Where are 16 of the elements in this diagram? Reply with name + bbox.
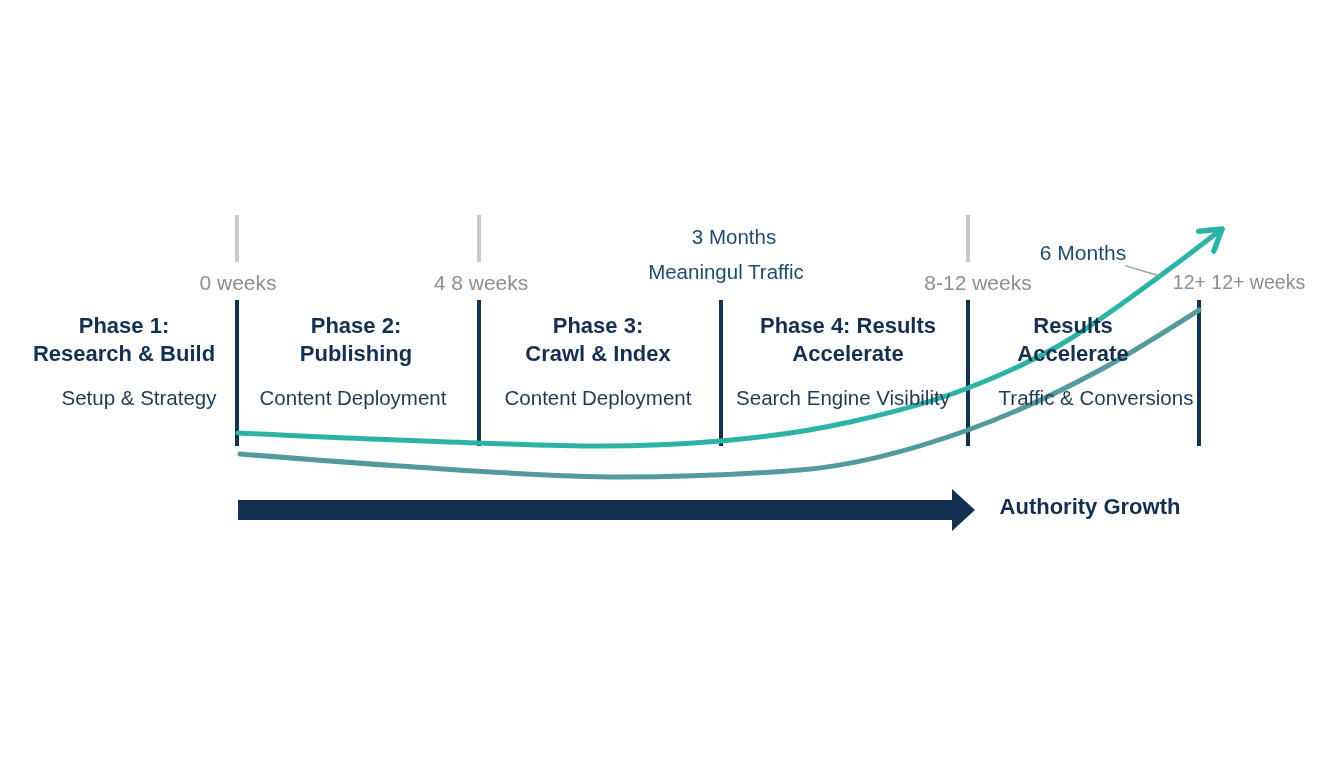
axis-label: Authority Growth xyxy=(999,493,1181,521)
phase-subtitle: Content Deployment xyxy=(259,385,447,411)
phase-title: Phase 3: Crawl & Index xyxy=(524,312,672,368)
phase-subtitle: Content Deployment xyxy=(504,385,692,411)
milestone-label: Meaningul Traffic xyxy=(648,259,804,285)
week-label: 0 weeks xyxy=(199,270,277,296)
week-label: 8-12 weeks xyxy=(924,270,1032,296)
leader-line xyxy=(1124,264,1161,277)
milestone-label: 3 Months xyxy=(691,224,777,250)
week-label: 4 8 weeks xyxy=(433,270,529,296)
phase-title: Phase 2: Publishing xyxy=(298,312,414,368)
phase-title: Phase 4: Results Accelerate xyxy=(758,312,938,368)
milestone-label: 6 Months xyxy=(1039,240,1127,266)
phase-subtitle: Setup & Strategy xyxy=(61,385,217,411)
phase-title: Phase 1: Research & Build xyxy=(31,312,217,368)
week-label: 12+ 12+ weeks xyxy=(1172,271,1306,295)
